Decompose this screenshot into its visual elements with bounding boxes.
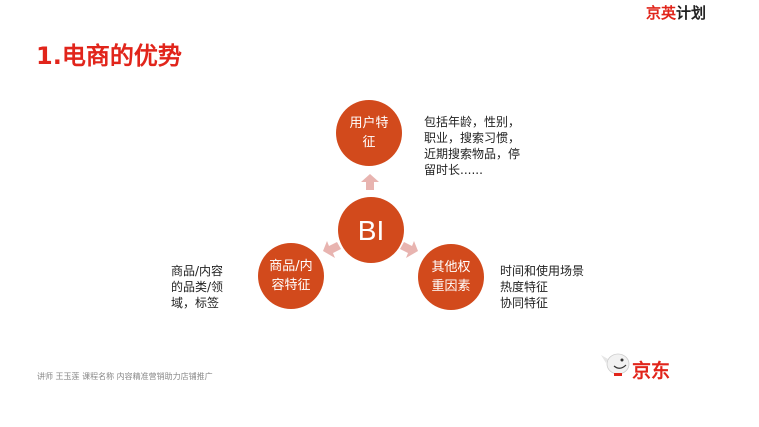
user-features-description: 包括年龄，性别， 职业，搜索习惯， 近期搜索物品，停 留时长...... bbox=[424, 115, 521, 177]
node-user-features: 用户特 征 bbox=[336, 100, 402, 166]
node-label: 其他权 重因素 bbox=[431, 260, 471, 294]
product-features-description: 商品/内容 的品类/领 域，标签 bbox=[171, 264, 224, 310]
footer-text: 讲师 王玉莲 课程名称 内容精准营销助力店铺推广 bbox=[37, 372, 213, 381]
arrow-up-icon bbox=[361, 174, 379, 190]
brand-logo: 京英计划 bbox=[646, 2, 706, 23]
node-product-features: 商品/内 容特征 bbox=[258, 243, 324, 309]
brand-part1: 京英 bbox=[646, 4, 677, 22]
brand-part2: 计划 bbox=[676, 4, 707, 22]
jd-logo-text: 京东 bbox=[632, 360, 671, 382]
node-other-factors: 其他权 重因素 bbox=[418, 244, 484, 310]
slide-title: 1.电商的优势 bbox=[36, 42, 182, 70]
node-label: BI bbox=[357, 214, 385, 246]
arrow-down-right-icon bbox=[400, 241, 418, 258]
arrow-down-left-icon bbox=[323, 241, 341, 258]
node-label: 商品/内 容特征 bbox=[269, 259, 313, 293]
node-bi-center: BI bbox=[338, 197, 404, 263]
other-factors-description: 时间和使用场景 热度特征 协同特征 bbox=[500, 264, 585, 310]
jd-mascot-icon bbox=[601, 353, 630, 376]
node-label: 用户特 征 bbox=[349, 116, 389, 150]
